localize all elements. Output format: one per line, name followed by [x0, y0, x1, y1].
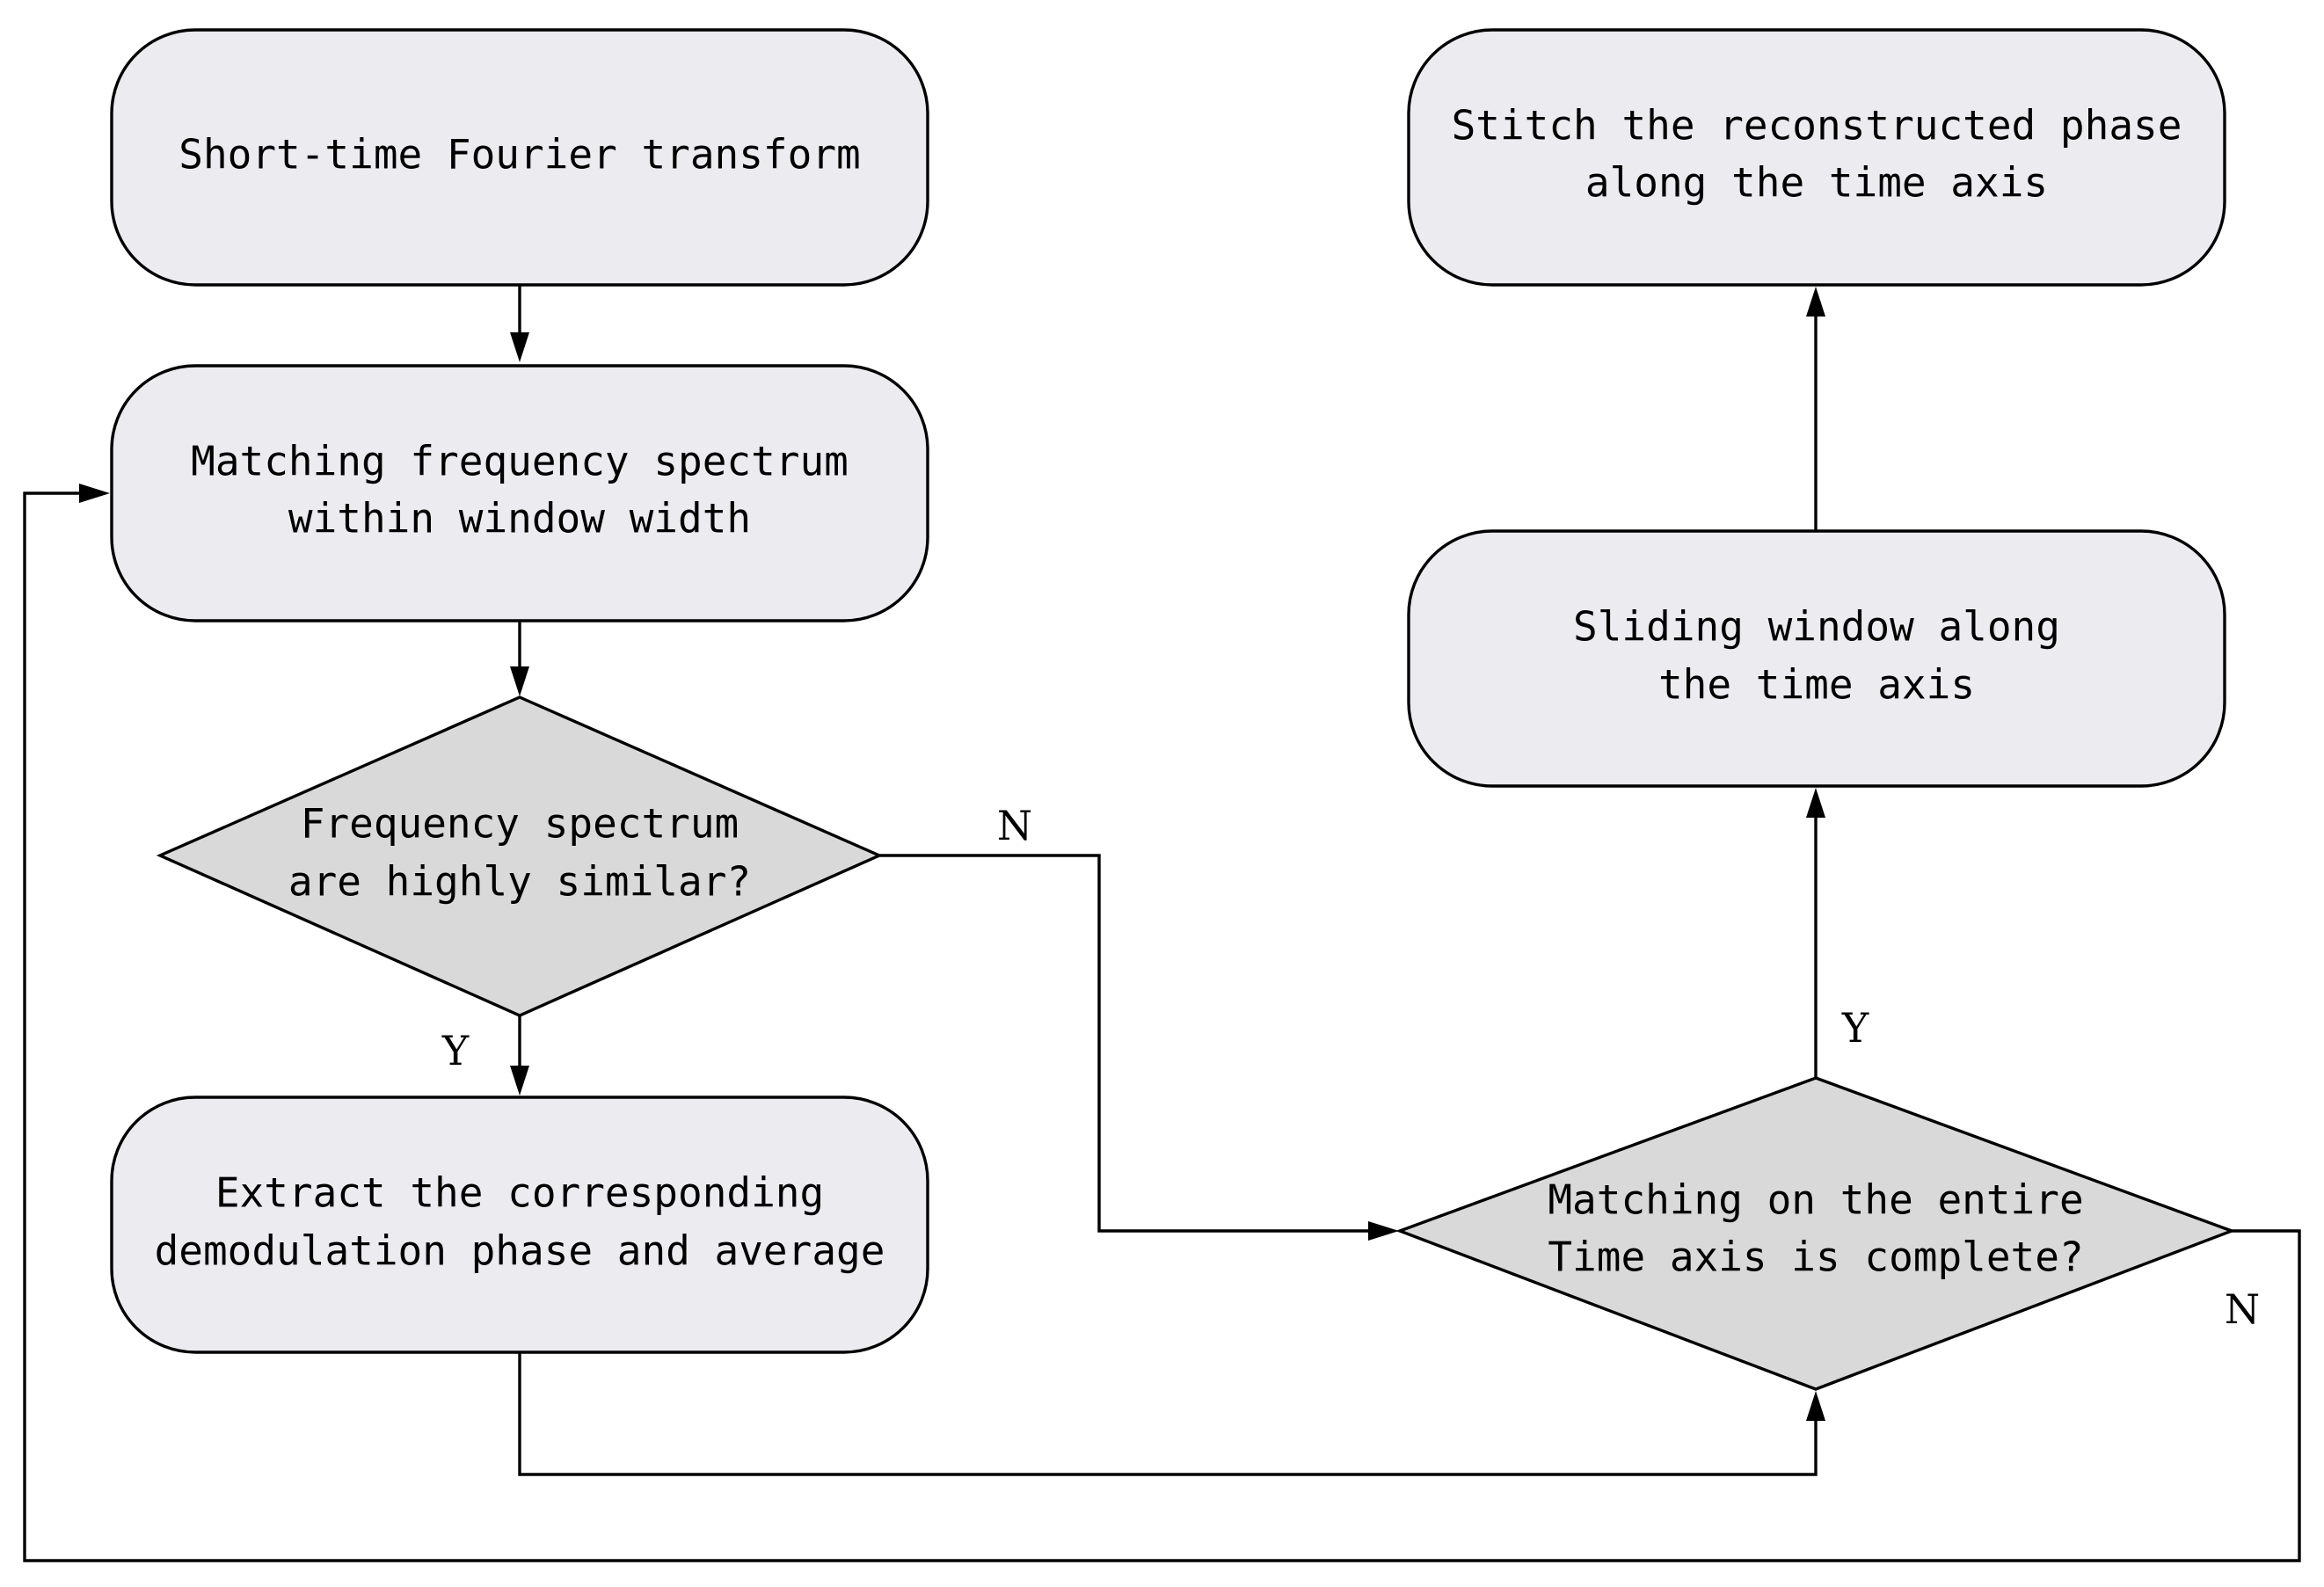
label-similar-yes: Y	[441, 1027, 470, 1074]
node-match-line-2: within window width	[288, 495, 751, 542]
node-extract: Extract the corresponding demodulation p…	[110, 1096, 929, 1354]
arrowhead	[510, 332, 529, 362]
arrowhead	[1806, 1391, 1825, 1421]
node-similar-line-2: are highly similar?	[288, 858, 751, 906]
node-extract-line-1: Extract the corresponding	[215, 1169, 824, 1217]
node-stitch: Stitch the reconstructed phase along the…	[1407, 28, 2226, 287]
label-complete-yes: Y	[1841, 1004, 1869, 1052]
node-stft-line-1: Short-time Fourier transform	[178, 131, 860, 178]
label-similar-no: N	[997, 802, 1032, 849]
node-stitch-line-2: along the time axis	[1585, 159, 2048, 207]
node-match-line-1: Matching frequency spectrum	[191, 438, 849, 485]
edge-complete-to-match	[23, 484, 2301, 1562]
node-extract-line-2: demodulation phase and average	[155, 1227, 885, 1275]
edge-stft-to-match	[510, 285, 529, 362]
edge-slide-to-stitch	[1806, 287, 1825, 531]
arrowhead	[1806, 287, 1825, 317]
arrowhead	[1806, 788, 1825, 818]
node-slide: Sliding window along the time axis	[1407, 529, 2226, 788]
node-similar: Frequency spectrum are highly similar?	[156, 695, 884, 1017]
label-complete-no: N	[2225, 1285, 2260, 1333]
arrowhead	[510, 1066, 529, 1096]
arrowhead	[510, 666, 529, 696]
node-slide-line-2: the time axis	[1658, 661, 1975, 709]
node-complete-line-1: Matching on the entire	[1548, 1176, 2083, 1224]
node-slide-line-1: Sliding window along	[1573, 603, 2060, 651]
edge-similar-to-extract	[510, 1016, 529, 1096]
node-match: Matching frequency spectrum within windo…	[110, 364, 929, 622]
edge-similar-to-complete	[879, 854, 1399, 1241]
node-similar-line-1: Frequency spectrum	[301, 800, 739, 848]
edge-match-to-similar	[510, 621, 529, 696]
node-complete-line-2: Time axis is complete?	[1548, 1234, 2083, 1281]
arrowhead	[79, 484, 110, 503]
node-stft: Short-time Fourier transform	[110, 28, 929, 287]
edge-complete-to-slide	[1806, 788, 1825, 1078]
node-complete: Matching on the entire Time axis is comp…	[1395, 1076, 2236, 1391]
arrowhead	[1368, 1221, 1399, 1241]
node-stitch-line-1: Stitch the reconstructed phase	[1452, 102, 2182, 149]
edge-extract-to-complete	[518, 1352, 1825, 1476]
